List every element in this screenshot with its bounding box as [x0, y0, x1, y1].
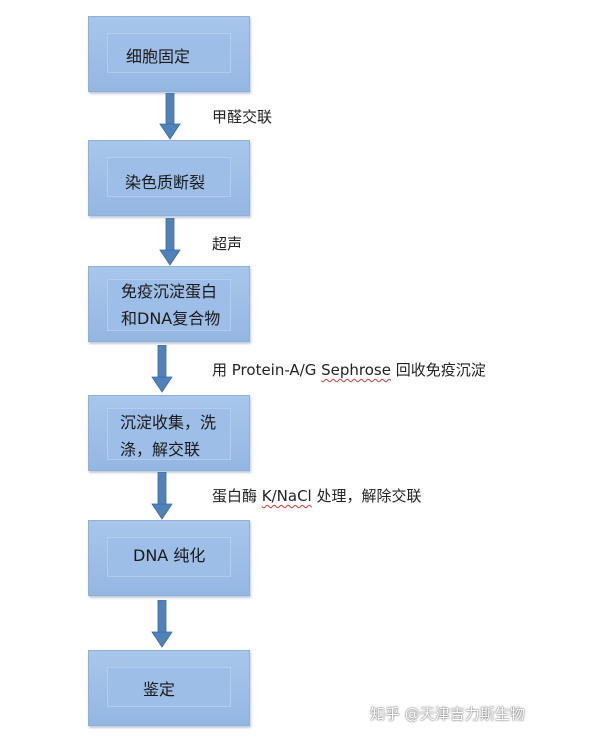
step-box-6-inner: [107, 667, 231, 707]
transition-3-text: 用 Protein-A/G: [212, 361, 322, 379]
step-box-4-inner: [107, 408, 231, 460]
arrow-5: [151, 600, 173, 648]
step-4-text-line2: 涤，解交联: [120, 440, 201, 459]
step-3-text-line1: 免疫沉淀蛋白: [121, 282, 218, 301]
transition-3-squiggle: Sephrose: [321, 361, 391, 379]
arrow-1: [159, 93, 181, 140]
transition-label-1: 甲醛交联: [212, 106, 272, 127]
transition-4-squiggle: K/NaCl: [261, 487, 312, 505]
step-5-text: DNA 纯化: [133, 546, 206, 565]
step-box-3: 免疫沉淀蛋白 和DNA复合物: [88, 266, 250, 342]
step-box-5-inner: [107, 537, 231, 577]
step-3-text-line2: 和DNA复合物: [121, 309, 221, 328]
step-box-2-inner: [107, 157, 231, 197]
transition-2-text: 超声: [212, 235, 243, 253]
step-box-1: 细胞固定: [88, 16, 250, 92]
step-box-5: DNA 纯化: [88, 520, 250, 596]
transition-4-after: 处理，解除交联: [311, 487, 422, 505]
step-box-6: 鉴定: [88, 650, 250, 726]
watermark: 知乎 @天津吉力斯生物: [370, 705, 525, 723]
arrow-4: [151, 472, 173, 520]
step-box-2: 染色质断裂: [88, 140, 250, 216]
transition-4-text: 蛋白酶: [212, 487, 262, 505]
transition-1-text: 甲醛交联: [212, 108, 273, 126]
transition-3-after: 回收免疫沉淀: [390, 361, 486, 379]
arrow-3: [151, 345, 173, 393]
step-box-4: 沉淀收集，洗 涤，解交联: [88, 395, 250, 471]
arrow-2: [159, 218, 181, 266]
step-1-text: 细胞固定: [126, 47, 191, 66]
transition-label-3: 用 Protein-A/G Sephrose 回收免疫沉淀: [212, 359, 486, 380]
transition-label-2: 超声: [212, 233, 242, 254]
step-6-text: 鉴定: [143, 680, 176, 699]
transition-label-4: 蛋白酶 K/NaCl 处理，解除交联: [212, 485, 422, 506]
step-box-3-inner: [107, 279, 231, 331]
step-2-text: 染色质断裂: [125, 173, 206, 192]
step-4-text-line1: 沉淀收集，洗: [120, 413, 217, 432]
step-box-1-inner: [107, 33, 231, 73]
